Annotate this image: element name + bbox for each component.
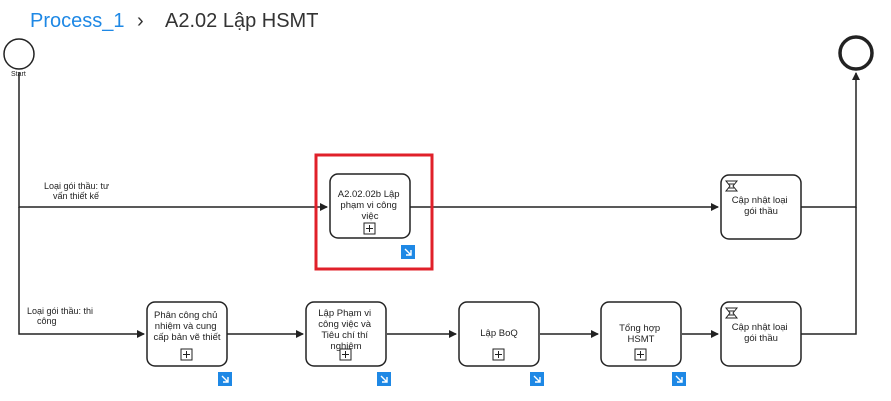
plus-box-icon: [363, 222, 376, 235]
plus-box-icon: [492, 348, 505, 361]
drilldown-arrow-icon[interactable]: [401, 245, 415, 259]
task-top-update[interactable]: Cập nhật loại gói thầu: [720, 174, 802, 240]
selection-highlight: [314, 153, 434, 271]
branch1-label: Loại gói thầu: tư vấn thiết kế: [44, 181, 112, 201]
plus-box-icon: [339, 348, 352, 361]
task-b3-label: Lập BoQ: [480, 328, 518, 339]
task-b1-label: Phân công chủ nhiệm và cung cấp bản vẽ t…: [153, 310, 220, 343]
task-b2-label: Lập Phạm vi công việc và Tiêu chí thí ng…: [318, 308, 373, 352]
task-top-subprocess-label: A2.02.02b Lập phạm vi công việc: [338, 189, 402, 222]
start-event-label: Start: [11, 71, 26, 78]
sequence-flows: [18, 72, 860, 338]
drilldown-arrow-icon[interactable]: [530, 372, 544, 386]
task-b2[interactable]: Lập Phạm vi công việc và Tiêu chí thí ng…: [305, 301, 387, 367]
drilldown-arrow-icon[interactable]: [377, 372, 391, 386]
task-b4-label: Tổng hợp HSMT: [619, 323, 663, 345]
script-icon: [724, 180, 739, 192]
breadcrumb-separator: ›: [137, 10, 144, 32]
branch2-label: Loại gói thầu: thi công: [27, 306, 96, 326]
drilldown-arrow-icon[interactable]: [218, 372, 232, 386]
task-b3[interactable]: Lập BoQ: [458, 301, 540, 367]
task-b5[interactable]: Cập nhật loại gói thầu: [720, 301, 802, 367]
flow-update-to-end[interactable]: [801, 72, 860, 208]
plus-box-icon: [180, 348, 193, 361]
task-top-subprocess[interactable]: A2.02.02b Lập phạm vi công việc: [329, 173, 411, 239]
breadcrumb-parent-link[interactable]: Process_1: [30, 10, 125, 32]
end-event[interactable]: [838, 35, 874, 71]
task-b4[interactable]: Tổng hợp HSMT: [600, 301, 682, 367]
script-icon: [724, 307, 739, 319]
flow-b5-to-end[interactable]: [801, 207, 857, 335]
start-event[interactable]: [3, 38, 35, 70]
task-top-update-label: Cập nhật loại gói thầu: [732, 195, 791, 217]
task-b5-label: Cập nhật loại gói thầu: [732, 322, 791, 344]
breadcrumb-current: A2.02 Lập HSMT: [165, 10, 319, 32]
flow-start-branch2[interactable]: [18, 207, 145, 338]
drilldown-arrow-icon[interactable]: [672, 372, 686, 386]
task-b1[interactable]: Phân công chủ nhiệm và cung cấp bản vẽ t…: [146, 301, 228, 367]
plus-box-icon: [634, 348, 647, 361]
